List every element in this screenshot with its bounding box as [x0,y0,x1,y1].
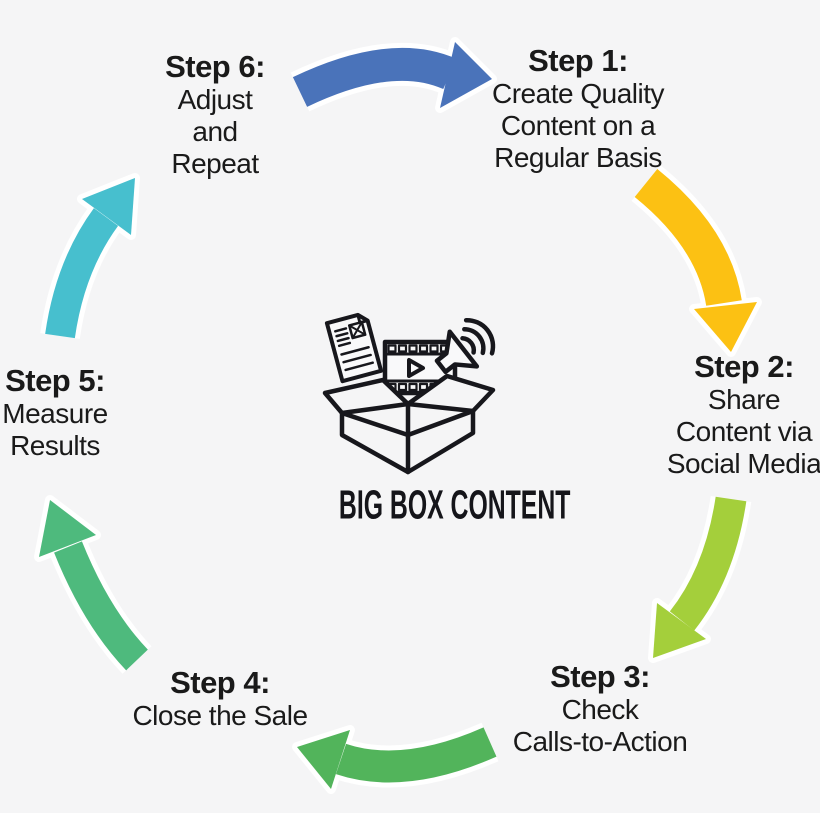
step-3-line: Calls-to-Action [512,726,688,757]
step-1-line: Regular Basis [494,142,662,173]
step-5-label-block: Step 5: Measure Results [0,364,155,462]
megaphone-icon [434,317,496,375]
step-2-line: Social Media [666,448,820,479]
step-2-label-block: Step 2: Share Content via Social Media [644,350,820,480]
step-3-label-block: Step 3: Check Calls-to-Action [500,660,700,758]
brand-wordmark-text: BIG BOX CONTENT [338,483,571,528]
step-2-line: Share [707,384,781,415]
step-6-title: Step 6: [165,49,265,84]
big-box-logo-icon [322,312,496,475]
brand-wordmark: BIG BOX CONTENT [268,483,570,528]
step-6-line: Repeat [171,148,259,179]
step-6-line: and [192,116,238,147]
open-box-icon [322,373,496,475]
step-2-title: Step 2: [694,349,794,384]
arrow-step3-to-step4 [292,722,499,794]
step-6-label-block: Step 6: Adjust and Repeat [115,50,315,180]
arrow-step5-to-step6 [40,173,140,340]
step-6-line: Adjust [177,84,253,115]
step-4-line: Close the Sale [132,700,308,731]
step-5-title: Step 5: [5,363,105,398]
step-1-label-block: Step 1: Create Quality Content on a Regu… [478,44,678,174]
step-2-line: Content via [675,416,813,447]
step-1-line: Content on a [500,110,656,141]
step-4-label-block: Step 4: Close the Sale [120,666,320,732]
step-5-line: Measure [2,398,108,429]
step-3-title: Step 3: [550,659,650,694]
step-1-line: Create Quality [492,78,664,109]
arrow-step1-to-step2 [631,165,762,357]
arrow-step6-to-step1 [290,37,497,113]
arrow-step4-to-step5 [34,495,152,674]
step-4-title: Step 4: [170,665,270,700]
step-1-title: Step 1: [528,43,628,78]
arrow-step2-to-step3 [648,495,752,663]
step-5-line: Results [10,430,100,461]
document-icon [324,312,384,384]
step-3-line: Check [561,694,639,725]
play-icon [407,358,425,378]
